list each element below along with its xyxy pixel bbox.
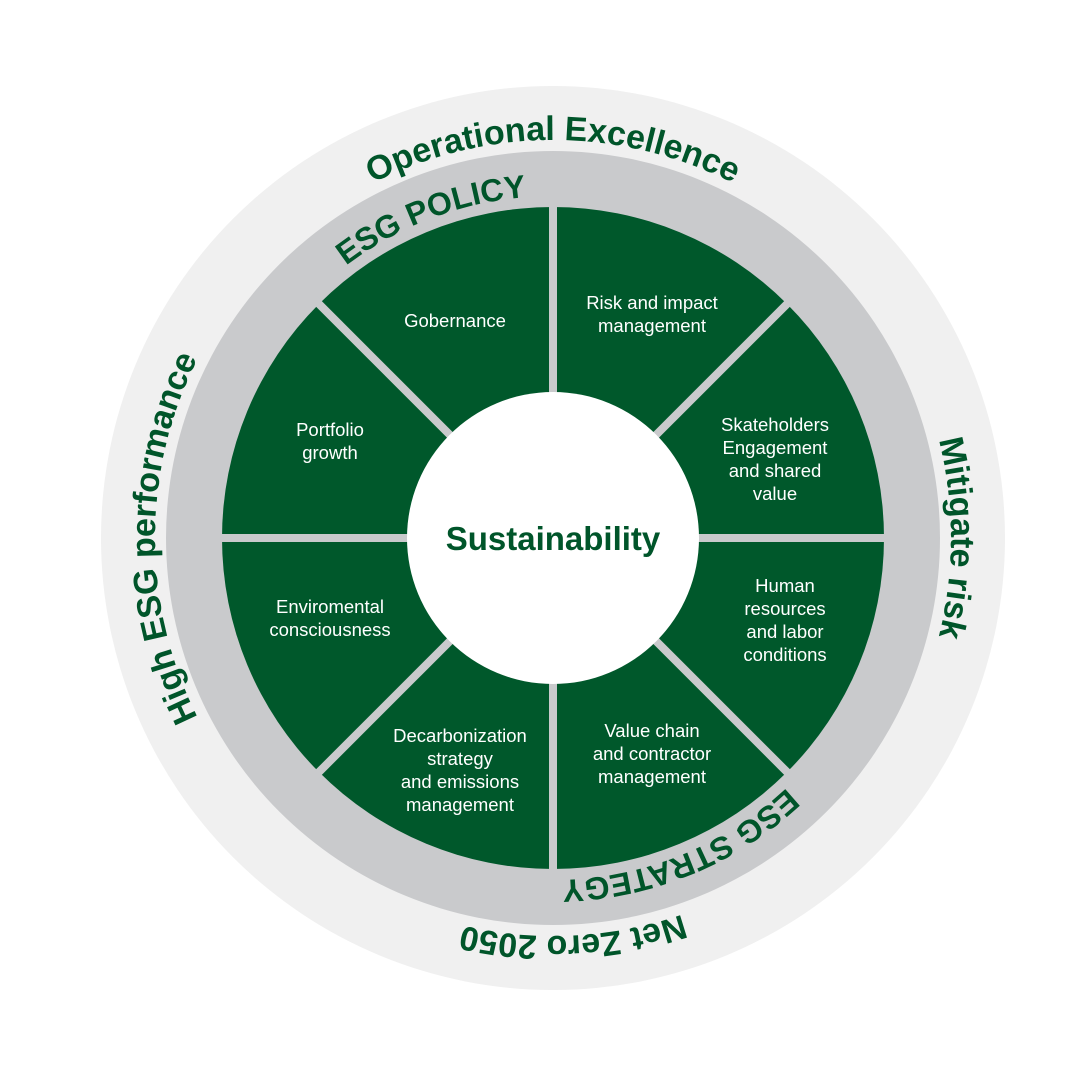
wedge-label-line: Enviromental [276, 596, 384, 617]
wedge-portfolio-growth: Portfolio growth [296, 419, 364, 463]
wedge-value-chain: Value chain and contractor management [593, 720, 711, 787]
wedge-label-line: Risk and impact [586, 292, 718, 313]
wedge-label-line: growth [302, 442, 358, 463]
center-circle [407, 392, 699, 684]
wedge-label-line: Human [755, 575, 815, 596]
wedge-label-line: management [598, 766, 706, 787]
wedge-label-line: management [406, 794, 514, 815]
wedge-label-line: Value chain [604, 720, 699, 741]
wedge-gobernance: Gobernance [404, 310, 506, 331]
wedge-label-line: conditions [743, 644, 826, 665]
wedge-label-line: and contractor [593, 743, 711, 764]
center-label: Sustainability [446, 520, 661, 557]
wedge-label-line: resources [744, 598, 825, 619]
wedge-label-line: and labor [746, 621, 823, 642]
wedge-human-resources: Human resources and labor conditions [743, 575, 826, 665]
wedge-environmental: Enviromental consciousness [269, 596, 390, 640]
wedge-label-line: Decarbonization [393, 725, 527, 746]
wedge-label-line: Skateholders [721, 414, 829, 435]
wedge-label-line: Gobernance [404, 310, 506, 331]
wedge-label-line: value [753, 483, 797, 504]
wedge-decarbonization: Decarbonization strategy and emissions m… [393, 725, 527, 815]
wedge-risk-impact: Risk and impact management [586, 292, 718, 336]
wedge-label-line: consciousness [269, 619, 390, 640]
wedge-label-line: and shared [729, 460, 822, 481]
wedge-label-line: Portfolio [296, 419, 364, 440]
wedge-label-line: strategy [427, 748, 494, 769]
wedge-label-line: management [598, 315, 706, 336]
wedge-label-line: Engagement [723, 437, 828, 458]
wedge-label-line: and emissions [401, 771, 519, 792]
wedge-stakeholders: Skateholders Engagement and shared value [721, 414, 829, 504]
